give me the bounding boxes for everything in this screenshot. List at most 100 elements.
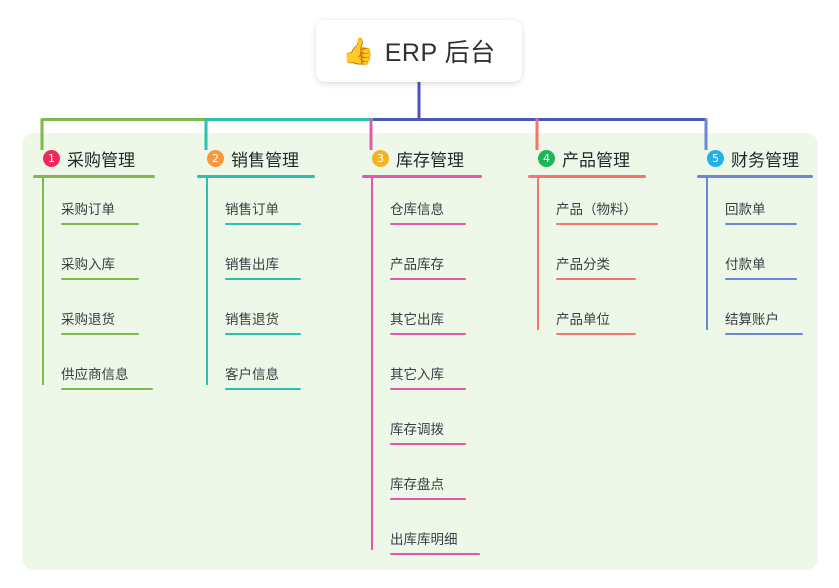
thumbs-up-icon: 👍: [342, 36, 375, 66]
branch-item[interactable]: 销售订单: [197, 198, 301, 225]
branch-item-label: 采购退货: [61, 312, 115, 327]
branch-item[interactable]: 采购退货: [33, 308, 139, 335]
branch-column-1: 1 采购管理采购订单采购入库采购退货供应商信息: [33, 145, 155, 395]
branch-item-underline: [225, 223, 301, 225]
branch-spine: [706, 178, 708, 330]
branch-item[interactable]: 库存盘点: [362, 473, 466, 500]
branch-title: 库存管理: [396, 150, 464, 170]
branch-item[interactable]: 产品单位: [528, 308, 636, 335]
branch-column-4: 4 产品管理产品（物料） 产品分类产品单位: [528, 145, 658, 340]
branch-item[interactable]: 产品分类: [528, 253, 636, 280]
branches-panel: [22, 133, 818, 570]
branch-item-underline: [390, 223, 466, 225]
branch-item-underline: [225, 278, 301, 280]
branch-item-underline: [61, 333, 139, 335]
branch-item-underline: [61, 223, 139, 225]
branch-item-label: 付款单: [725, 257, 766, 272]
branch-item-underline: [390, 333, 466, 335]
branch-item-label: 其它出库: [390, 312, 444, 327]
branch-item-underline: [556, 333, 636, 335]
branch-underline: [362, 175, 482, 178]
branch-items: 采购订单采购入库采购退货供应商信息: [33, 178, 155, 395]
branch-items: 产品（物料） 产品分类产品单位: [528, 178, 658, 340]
branch-column-2: 2 销售管理销售订单销售出库销售退货客户信息: [197, 145, 315, 395]
branch-number-badge: 3: [372, 149, 389, 167]
branch-header-4[interactable]: 4 产品管理: [528, 145, 646, 171]
branch-item[interactable]: 其它出库: [362, 308, 466, 335]
branch-item-label: 仓库信息: [390, 202, 444, 217]
branch-title: 财务管理: [731, 150, 799, 170]
branch-item[interactable]: 回款单: [697, 198, 797, 225]
branch-item[interactable]: 销售出库: [197, 253, 301, 280]
branch-underline: [197, 175, 315, 178]
branch-items: 仓库信息产品库存其它出库其它入库库存调拨库存盘点出库库明细: [362, 178, 482, 560]
branch-item-label: 采购订单: [61, 202, 115, 217]
branch-header-1[interactable]: 1 采购管理: [33, 145, 155, 171]
branch-item-label: 出库库明细: [390, 532, 458, 547]
branch-header-5[interactable]: 5 财务管理: [697, 145, 813, 171]
branch-item-label: 销售退货: [225, 312, 279, 327]
branch-header-2[interactable]: 2 销售管理: [197, 145, 315, 171]
branch-item[interactable]: 产品（物料）: [528, 198, 658, 225]
branch-item[interactable]: 销售退货: [197, 308, 301, 335]
branch-items: 回款单付款单结算账户: [697, 178, 813, 340]
branch-spine: [371, 178, 373, 550]
branch-item-label: 产品库存: [390, 257, 444, 272]
root-title: ERP 后台: [384, 39, 496, 67]
branch-underline: [33, 175, 155, 178]
branch-item-label: 库存盘点: [390, 477, 444, 492]
branch-column-3: 3 库存管理仓库信息产品库存其它出库其它入库库存调拨库存盘点出库库明细: [362, 145, 482, 560]
branch-item-label: 产品（物料）: [556, 202, 637, 217]
branch-item[interactable]: 结算账户: [697, 308, 803, 335]
branch-item-underline: [725, 223, 797, 225]
branch-number-badge: 4: [538, 149, 555, 167]
branch-item[interactable]: 产品库存: [362, 253, 466, 280]
branch-header-3[interactable]: 3 库存管理: [362, 145, 482, 171]
branch-items: 销售订单销售出库销售退货客户信息: [197, 178, 315, 395]
branch-spine: [537, 178, 539, 330]
branch-item[interactable]: 库存调拨: [362, 418, 466, 445]
branch-column-5: 5 财务管理回款单付款单结算账户: [697, 145, 813, 340]
branch-number-badge: 2: [207, 149, 224, 167]
branch-item-underline: [61, 278, 139, 280]
branch-title: 采购管理: [67, 150, 135, 170]
branch-number-badge: 1: [43, 149, 60, 167]
branch-item-underline: [390, 388, 466, 390]
branch-item-label: 产品分类: [556, 257, 610, 272]
branch-title: 产品管理: [562, 150, 630, 170]
root-node[interactable]: 👍 ERP 后台: [316, 20, 522, 82]
branch-item[interactable]: 采购入库: [33, 253, 139, 280]
branch-item-label: 库存调拨: [390, 422, 444, 437]
branch-item-underline: [390, 278, 466, 280]
branch-item-underline: [556, 278, 636, 280]
branch-item-underline: [390, 553, 480, 555]
branch-item-underline: [225, 333, 301, 335]
branch-item-underline: [725, 278, 797, 280]
branch-item[interactable]: 付款单: [697, 253, 797, 280]
branch-item[interactable]: 采购订单: [33, 198, 139, 225]
branch-item[interactable]: 出库库明细: [362, 528, 480, 555]
branch-item-label: 回款单: [725, 202, 766, 217]
branch-item[interactable]: 其它入库: [362, 363, 466, 390]
branch-title: 销售管理: [231, 150, 299, 170]
branch-underline: [697, 175, 813, 178]
branch-item[interactable]: 客户信息: [197, 363, 301, 390]
branch-underline: [528, 175, 646, 178]
branch-spine: [42, 178, 44, 385]
branch-item-label: 供应商信息: [61, 367, 129, 382]
branch-item-underline: [390, 443, 466, 445]
branch-item-label: 结算账户: [725, 312, 779, 327]
branch-item-label: 其它入库: [390, 367, 444, 382]
branch-item-label: 采购入库: [61, 257, 115, 272]
branch-item-underline: [556, 223, 658, 225]
branch-item-underline: [725, 333, 803, 335]
branch-spine: [206, 178, 208, 385]
branch-item-label: 产品单位: [556, 312, 610, 327]
branch-item[interactable]: 供应商信息: [33, 363, 153, 390]
branch-number-badge: 5: [707, 149, 724, 167]
branch-item-underline: [225, 388, 301, 390]
branch-item[interactable]: 仓库信息: [362, 198, 466, 225]
branch-item-label: 客户信息: [225, 367, 279, 382]
branch-item-underline: [390, 498, 466, 500]
